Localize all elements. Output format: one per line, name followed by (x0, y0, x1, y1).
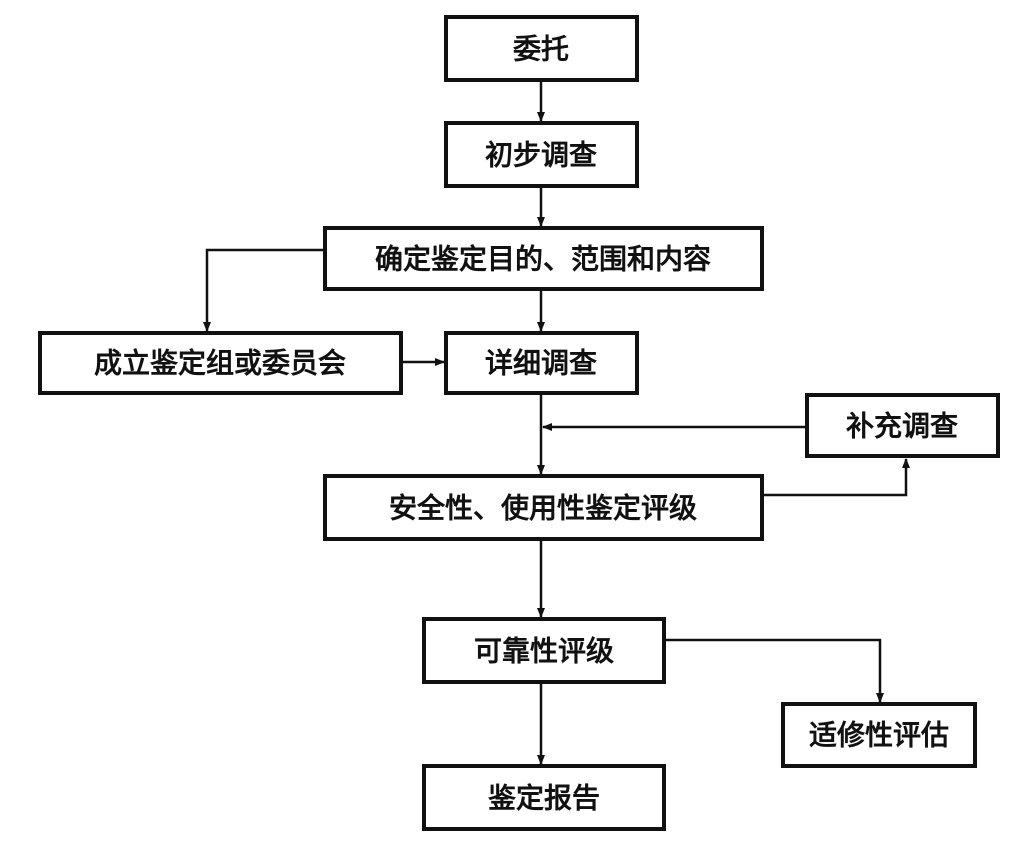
node-preliminary-survey-label: 初步调查 (485, 139, 597, 172)
node-safety-usability-rating: 安全性、使用性鉴定评级 (323, 474, 764, 541)
node-determine-scope-label: 确定鉴定目的、范围和内容 (375, 243, 711, 276)
node-supplementary-survey: 补充调查 (805, 393, 1000, 458)
node-detailed-survey-label: 详细调查 (485, 347, 597, 380)
node-reliability-rating-label: 可靠性评级 (474, 635, 614, 668)
edge-reliability-rating-to-adaptability (664, 638, 884, 703)
node-reliability-rating: 可靠性评级 (422, 617, 666, 684)
node-detailed-survey: 详细调查 (444, 331, 639, 395)
node-form-group-label: 成立鉴定组或委员会 (94, 347, 346, 380)
node-adaptability-assessment-label: 适修性评估 (809, 719, 949, 752)
node-appraisal-report-label: 鉴定报告 (487, 782, 600, 815)
node-entrust-label: 委托 (512, 33, 569, 66)
node-entrust: 委托 (444, 15, 639, 82)
node-safety-usability-rating-label: 安全性、使用性鉴定评级 (389, 492, 697, 525)
node-adaptability-assessment: 适修性评估 (781, 702, 977, 768)
edge-determine-scope-to-form-group (203, 248, 325, 332)
node-appraisal-report: 鉴定报告 (422, 764, 666, 831)
edges (203, 80, 910, 765)
node-supplementary-survey-label: 补充调查 (846, 410, 958, 443)
node-form-group: 成立鉴定组或委员会 (38, 331, 403, 395)
edge-safety-rating-to-supplementary-survey (762, 458, 910, 497)
node-preliminary-survey: 初步调查 (444, 121, 639, 188)
node-determine-scope: 确定鉴定目的、范围和内容 (323, 226, 764, 291)
